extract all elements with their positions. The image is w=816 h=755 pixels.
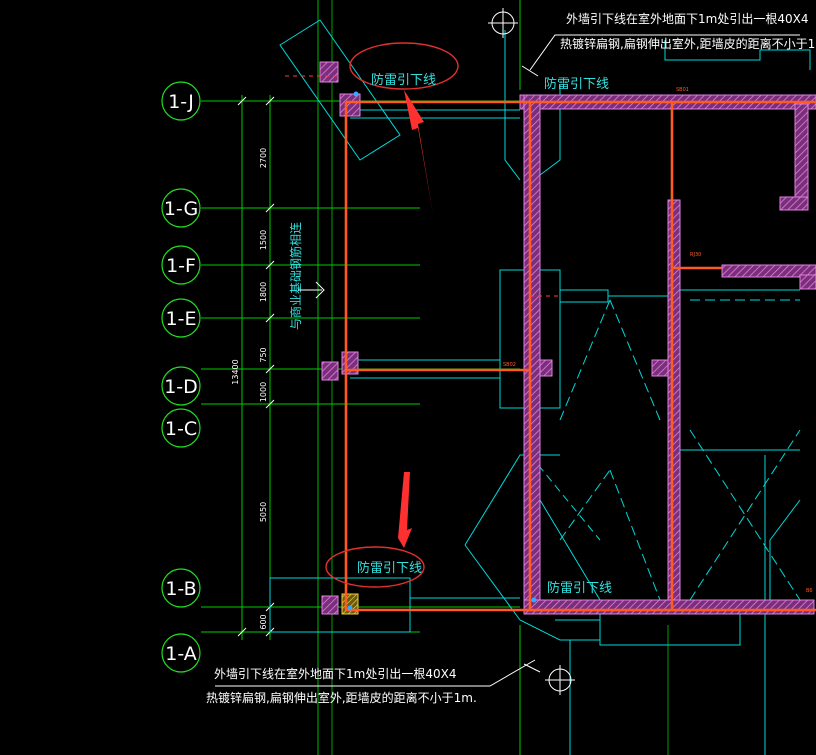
axis-label: 1-B [165, 578, 196, 600]
axis-bubble-1-j: 1-J [161, 81, 236, 121]
dim-1000: 1000 [259, 382, 268, 402]
tag-rj30: RJ30 [690, 252, 701, 258]
callout-ellipses [325, 42, 459, 588]
lightning-conductor [344, 100, 816, 612]
axis-bubble-1-c: 1-C [161, 408, 201, 448]
small-tags: SB01 SB02 RJ30 B6 [503, 87, 813, 594]
dim-600: 600 [259, 614, 268, 629]
dimension-values: 2700 1500 1800 750 1000 5050 600 13400 [231, 148, 268, 630]
note-top-line1: 外墙引下线在室外地面下1m处引出一根40X4 [566, 11, 808, 26]
axis-label: 1-F [166, 255, 196, 277]
downlead-label-right-top: 防雷引下线 [544, 76, 609, 92]
dim-total: 13400 [231, 359, 240, 384]
axis-bubble-1-b: 1-B [161, 568, 201, 608]
note-top-line2: 热镀锌扁钢,扁钢伸出室外,距墙皮的距离不小于1m. [560, 36, 816, 51]
axis-bubble-1-e: 1-E [161, 298, 201, 338]
axis-label: 1-C [165, 418, 197, 440]
axis-label: 1-E [166, 308, 197, 330]
leader-lines [215, 34, 800, 687]
dim-5050: 5050 [259, 502, 268, 522]
arrow-up-icon [398, 472, 412, 548]
column-markers [488, 8, 575, 695]
conductor-dashes [285, 75, 560, 297]
wall-outlines [269, 19, 811, 755]
connector-points [347, 91, 537, 611]
note-bottom-line1: 外墙引下线在室外地面下1m处引出一根40X4 [214, 666, 456, 681]
axis-label: 1-J [168, 91, 194, 113]
axis-label: 1-D [164, 376, 198, 398]
dim-1500: 1500 [259, 230, 268, 250]
axis-bubble-1-f: 1-F [161, 245, 201, 285]
downlead-label-top: 防雷引下线 [371, 72, 436, 88]
annotations: 防雷引下线 防雷引下线 防雷引下线 防雷引下线 与商业基础钢筋相连 [288, 72, 612, 596]
axis-bubble-1-d: 1-D [161, 366, 201, 406]
arrow-down-icon [404, 90, 433, 214]
callout-arrows [398, 90, 433, 548]
note-bottom-line2: 热镀锌扁钢,扁钢伸出室外,距墙皮的距离不小于1m. [206, 690, 477, 705]
vertical-note: 与商业基础钢筋相连 [288, 222, 303, 330]
dim-2700: 2700 [259, 148, 268, 168]
tag-sb01: SB01 [676, 87, 689, 93]
downlead-label-bottom: 防雷引下线 [357, 560, 422, 576]
downlead-label-right-bottom: 防雷引下线 [547, 580, 612, 596]
axis-bubble-1-g: 1-G [161, 188, 201, 228]
notes: 外墙引下线在室外地面下1m处引出一根40X4 热镀锌扁钢,扁钢伸出室外,距墙皮的… [206, 11, 816, 705]
tag-b6: B6 [806, 588, 813, 594]
axis-bubbles: 1-J 1-G 1-F 1-E 1-D 1-C 1-B 1-A [161, 81, 236, 673]
dim-750: 750 [259, 347, 268, 362]
tag-sb02: SB02 [503, 362, 516, 368]
axis-bubble-1-a: 1-A [161, 633, 201, 673]
dim-1800: 1800 [259, 282, 268, 302]
axis-label: 1-G [164, 198, 198, 220]
axis-label: 1-A [165, 643, 197, 665]
